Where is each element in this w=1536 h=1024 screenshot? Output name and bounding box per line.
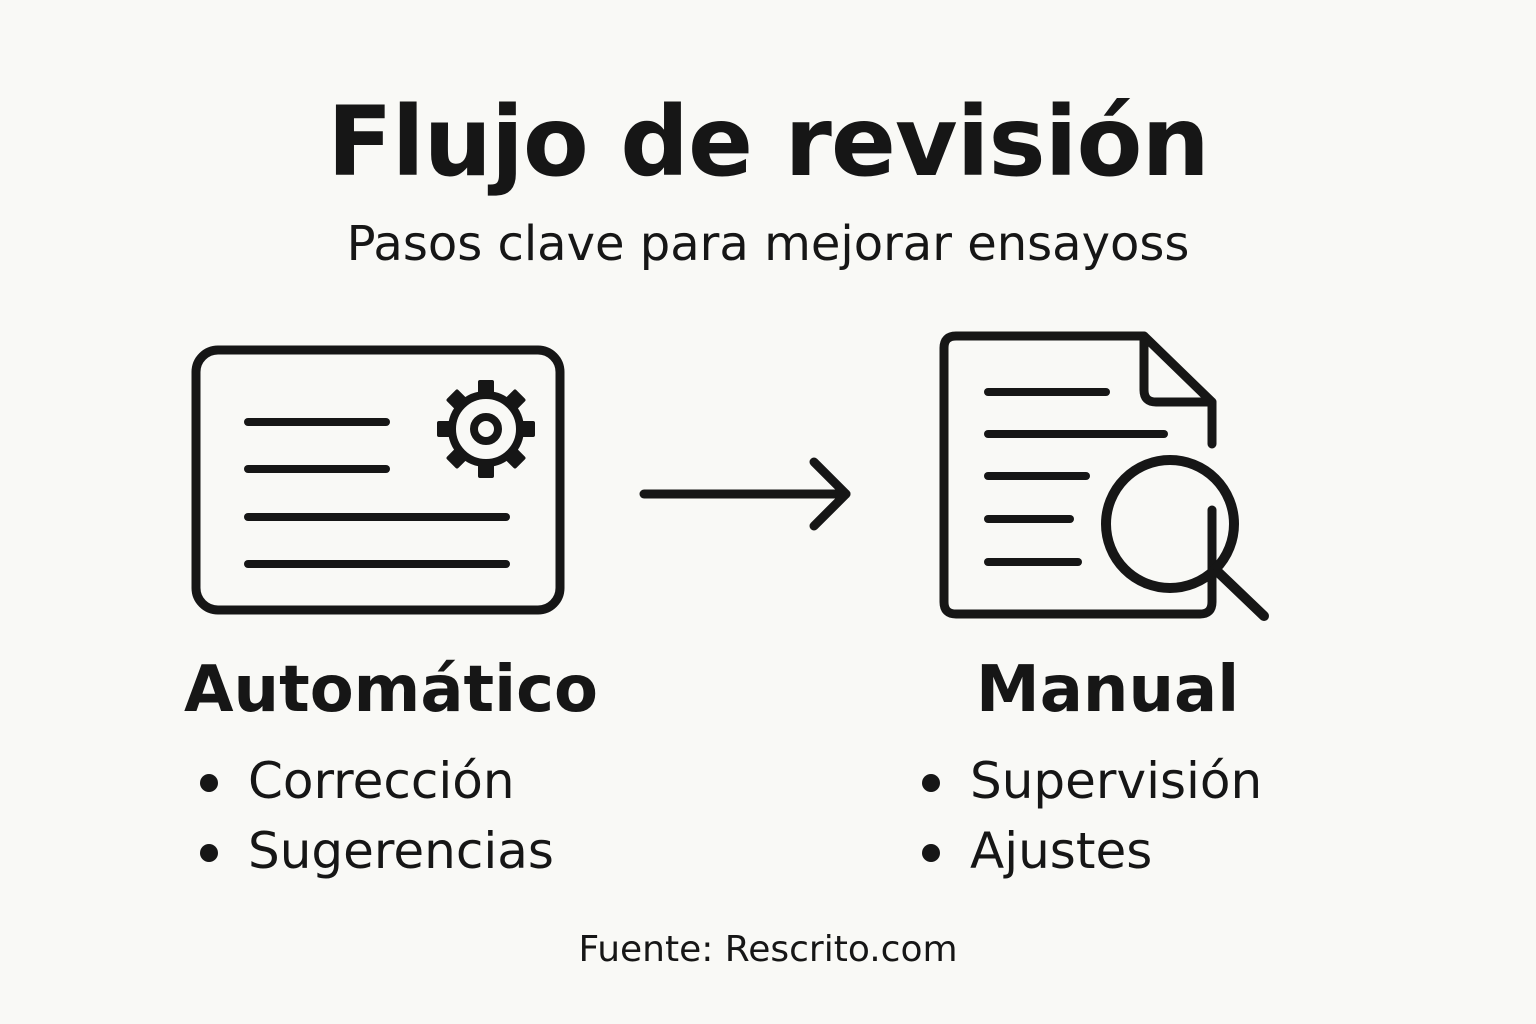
manual-step-list: Supervisión Ajustes xyxy=(918,746,1262,886)
list-item-label: Corrección xyxy=(248,752,515,810)
bullet-icon xyxy=(200,844,218,862)
bullet-icon xyxy=(200,774,218,792)
right-arrow-icon xyxy=(632,452,864,540)
bullet-icon xyxy=(922,774,940,792)
list-item: Corrección xyxy=(196,746,554,816)
page-subtitle: Pasos clave para mejorar ensayoss xyxy=(346,216,1190,272)
list-item: Supervisión xyxy=(918,746,1262,816)
source-credit: Fuente: Rescrito.com xyxy=(578,929,958,970)
magnifier-icon xyxy=(1101,455,1269,621)
document-magnifier-icon xyxy=(930,326,1280,636)
gear-icon xyxy=(437,380,535,478)
manual-step-title: Manual xyxy=(976,653,1240,727)
automatic-step-list: Corrección Sugerencias xyxy=(196,746,554,886)
list-item-label: Sugerencias xyxy=(248,822,554,880)
page-title: Flujo de revisión xyxy=(327,86,1210,198)
list-item: Ajustes xyxy=(918,816,1262,886)
automatic-step-title: Automático xyxy=(184,653,598,727)
automated-document-gear-icon xyxy=(186,338,574,622)
bullet-icon xyxy=(922,844,940,862)
list-item: Sugerencias xyxy=(196,816,554,886)
list-item-label: Ajustes xyxy=(970,822,1153,880)
list-item-label: Supervisión xyxy=(970,752,1263,810)
